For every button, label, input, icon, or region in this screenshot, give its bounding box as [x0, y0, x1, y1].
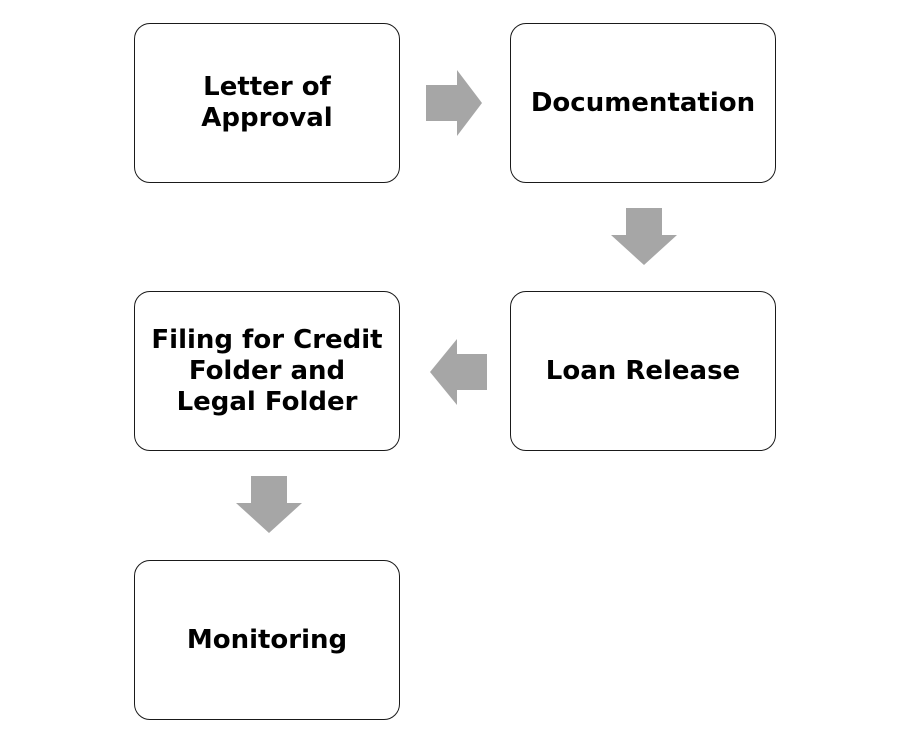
step-label: Loan Release	[545, 355, 741, 386]
step-label: Letter of Approval	[201, 72, 333, 133]
step-label: Documentation	[530, 87, 756, 118]
arrow-down-icon	[236, 476, 302, 534]
step-box-monitoring: Monitoring	[134, 560, 400, 720]
step-box-documentation: Documentation	[510, 23, 776, 183]
arrow-left-icon	[430, 339, 488, 405]
arrow-down-icon	[611, 208, 677, 266]
step-label: Filing for Credit Folder and Legal Folde…	[151, 324, 383, 417]
arrow-right-icon	[424, 70, 484, 136]
step-box-letter-of-approval: Letter of Approval	[134, 23, 400, 183]
step-box-filing: Filing for Credit Folder and Legal Folde…	[134, 291, 400, 451]
step-label: Monitoring	[186, 624, 348, 655]
step-box-loan-release: Loan Release	[510, 291, 776, 451]
